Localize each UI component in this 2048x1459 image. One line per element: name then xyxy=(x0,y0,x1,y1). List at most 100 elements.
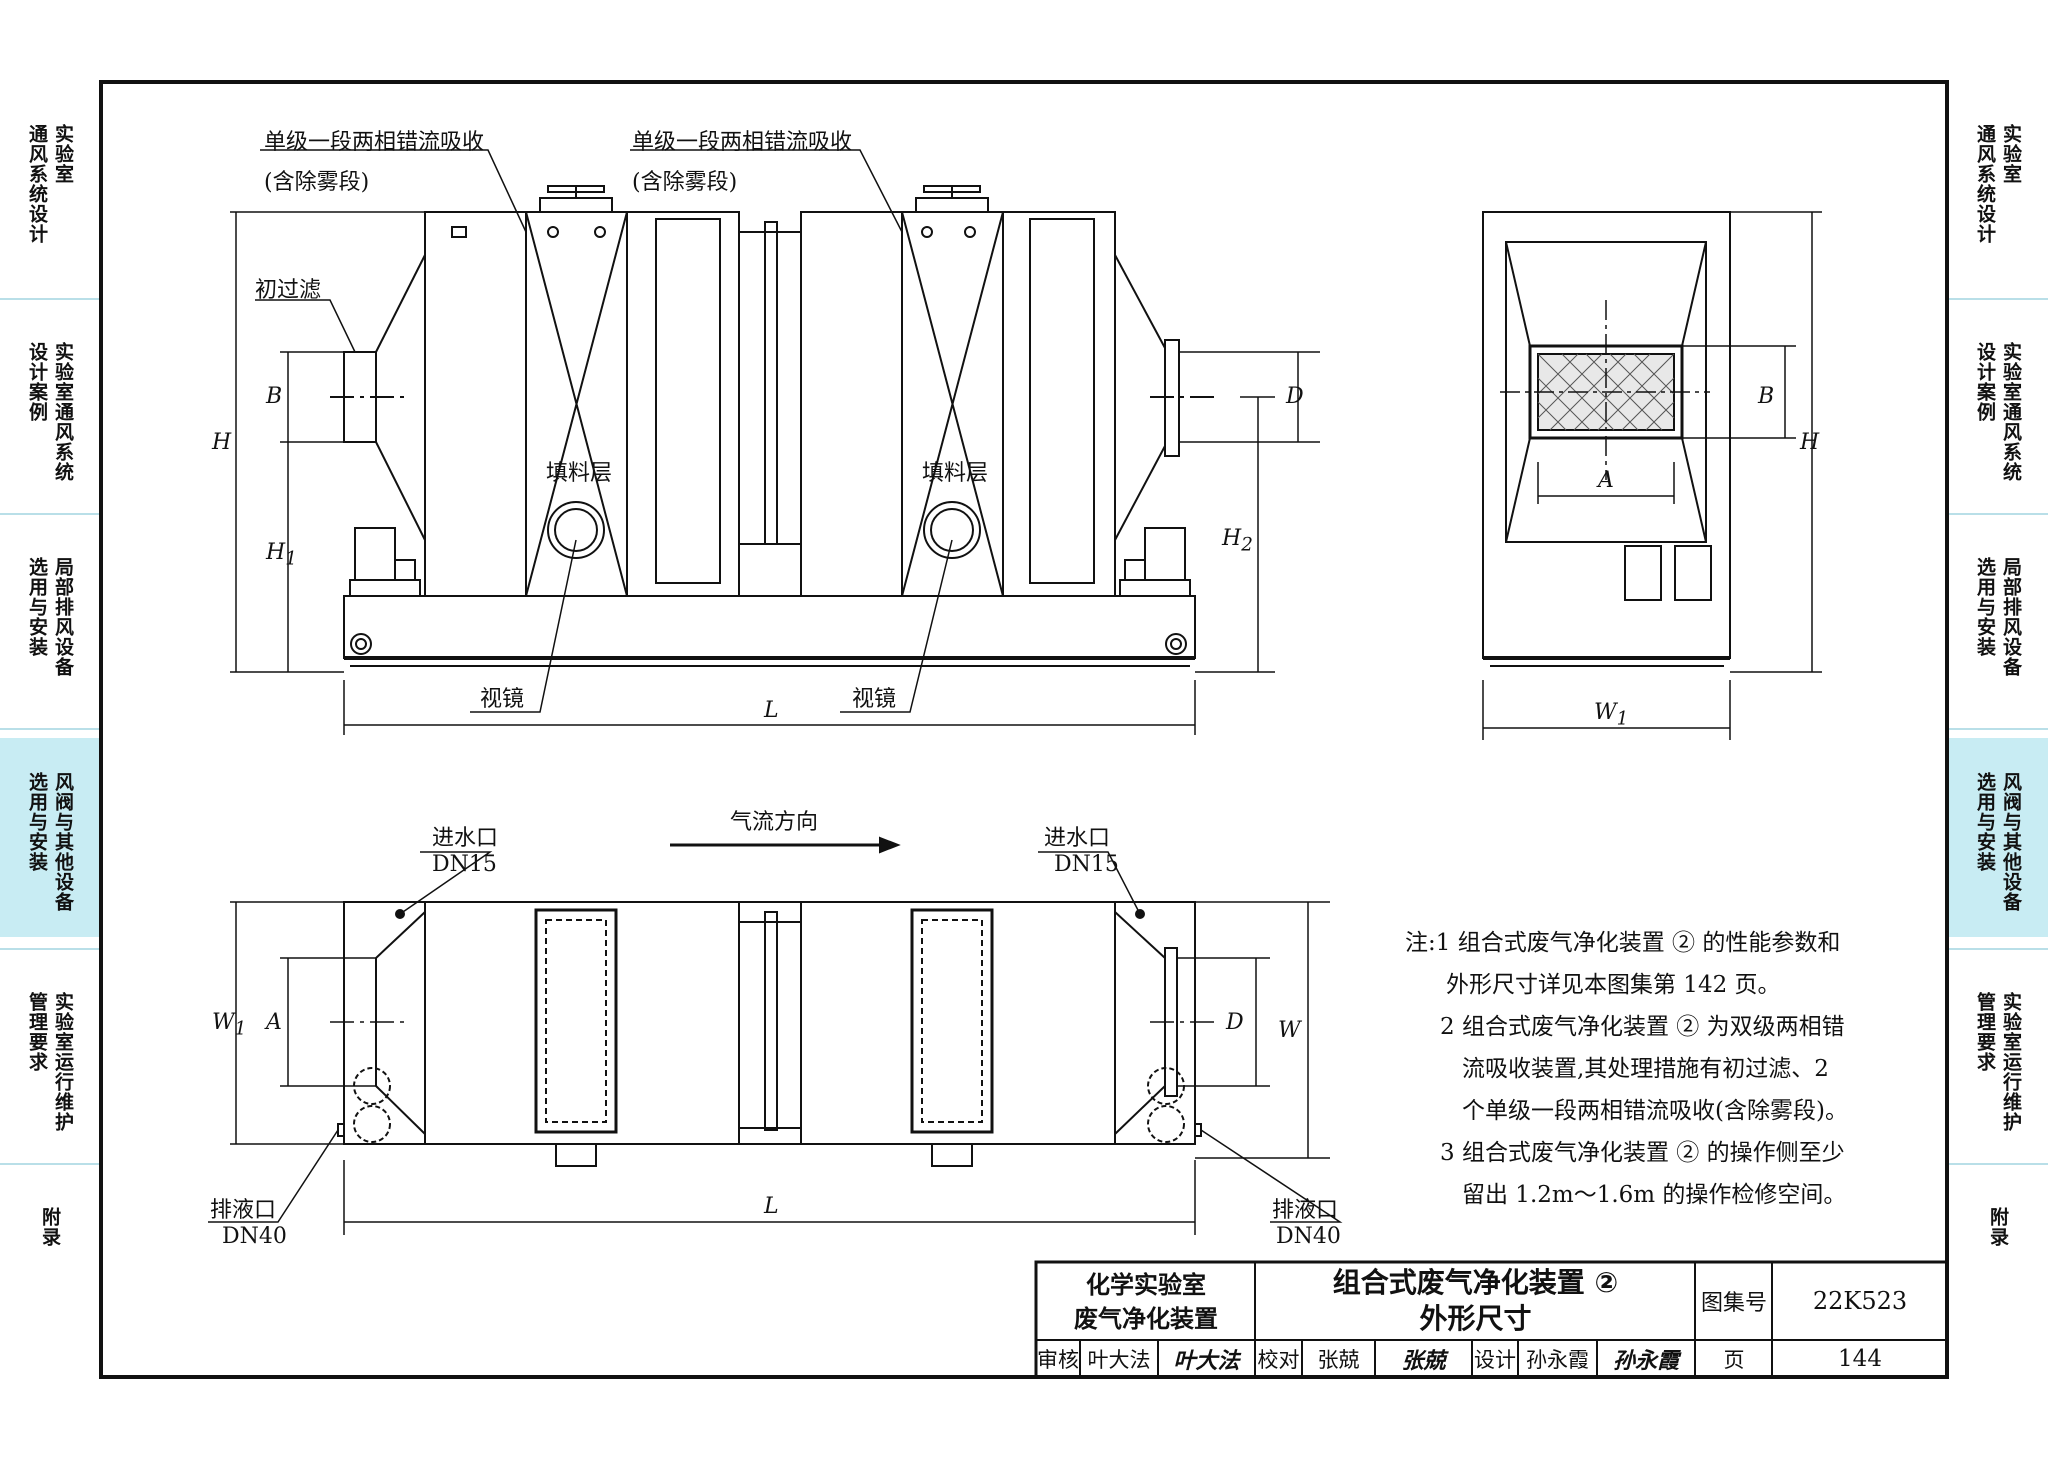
side-tab-text: 局部排风设备 xyxy=(52,557,74,677)
side-tab-text: 选用与安装 xyxy=(26,557,48,657)
dim-L-front: L xyxy=(764,698,779,723)
dim-H-front: H xyxy=(212,430,232,455)
dim-D-plan: D xyxy=(1226,1010,1244,1035)
side-tab-text: 风阀与其他设备 xyxy=(2000,772,2022,912)
base-wheel-right xyxy=(1165,633,1187,655)
tab-divider xyxy=(1948,728,2048,730)
title-block xyxy=(1034,1260,1949,1379)
side-tab-lab-ventilation-design[interactable]: 通风系统设计实验室 xyxy=(0,90,100,284)
title-line-2: 外形尺寸 xyxy=(1419,1302,1532,1335)
plan-mist-eliminator-right xyxy=(910,908,994,1134)
dim-W1-plan: W1 xyxy=(212,1010,247,1040)
side-tab-operation[interactable]: 管理要求实验室运行维护 xyxy=(0,958,100,1152)
side-tab-operation[interactable]: 管理要求实验室运行维护 xyxy=(1948,958,2048,1152)
drawing-title: 组合式废气净化装置 ② 外形尺寸 xyxy=(1257,1262,1694,1340)
plan-mist-eliminator-left xyxy=(534,908,618,1134)
label-water-inlet-left: 进水口 xyxy=(432,826,499,851)
tab-divider xyxy=(1948,1163,2048,1165)
atlas-number: 22K523 xyxy=(1812,1287,1908,1315)
label-water-inlet-left-size: DN15 xyxy=(432,852,497,877)
side-tab-appendix[interactable]: 附录 xyxy=(0,1173,100,1277)
dim-H2: H2 xyxy=(1222,526,1253,556)
side-tab-appendix[interactable]: 附录 xyxy=(1948,1173,2048,1277)
label-absorber-right: 单级一段两相错流吸收 xyxy=(632,130,853,155)
sight-glass-left xyxy=(547,501,605,559)
side-tab-text: 风阀与其他设备 xyxy=(52,772,74,912)
note-line-1: 注:1 组合式废气净化装置 ② 的性能参数和 xyxy=(1405,930,1841,956)
side-tab-local-exhaust[interactable]: 选用与安装局部排风设备 xyxy=(1948,523,2048,717)
dim-A-plan: A xyxy=(266,1010,282,1035)
pump-left xyxy=(354,527,396,581)
front-elevation xyxy=(330,185,1220,667)
tab-divider xyxy=(1948,513,2048,515)
tab-divider xyxy=(0,948,100,950)
side-dimensions xyxy=(1482,211,1822,740)
title-line-1: 组合式废气净化装置 ② xyxy=(1332,1266,1619,1299)
tab-divider xyxy=(1948,948,2048,950)
side-tab-design-cases[interactable]: 设计案例实验室通风系统 xyxy=(1948,308,2048,502)
side-tab-text: 设计案例 xyxy=(1974,342,1996,422)
side-tab-local-exhaust[interactable]: 选用与安装局部排风设备 xyxy=(0,523,100,717)
side-tab-text: 实验室通风系统 xyxy=(52,342,74,482)
check-label: 校对 xyxy=(1257,1348,1300,1372)
label-drain-right: 排液口 xyxy=(1272,1198,1339,1223)
side-tab-text: 实验室运行维护 xyxy=(2000,992,2022,1132)
reviewer-name: 叶大法 xyxy=(1087,1348,1151,1372)
side-tab-design-cases[interactable]: 设计案例实验室通风系统 xyxy=(0,308,100,502)
leader-lines xyxy=(208,149,1343,1223)
sight-glass-right xyxy=(923,501,981,559)
absorber-left xyxy=(424,211,740,597)
page-label: 页 xyxy=(1723,1348,1745,1372)
note-line-5: 个单级一段两相错流吸收(含除雾段)。 xyxy=(1462,1098,1848,1124)
plan-view xyxy=(330,901,1220,1167)
front-dimensions xyxy=(230,211,1320,735)
side-tab-text: 实验室通风系统 xyxy=(2000,342,2022,482)
checker-name: 张兢 xyxy=(1317,1348,1360,1372)
side-tab-text: 附录 xyxy=(1987,1207,2009,1247)
label-water-inlet-right: 进水口 xyxy=(1044,826,1111,851)
plan-dimensions xyxy=(230,901,1330,1235)
note-line-2: 外形尺寸详见本图集第 142 页。 xyxy=(1446,972,1781,998)
side-housing xyxy=(1482,211,1731,659)
tab-divider xyxy=(1948,298,2048,300)
note-line-3: 2 组合式废气净化装置 ② 为双级两相错 xyxy=(1440,1014,1845,1040)
mist-eliminator-left xyxy=(655,218,721,584)
pump-right xyxy=(1144,527,1186,581)
drawing-frame xyxy=(99,80,1949,1379)
label-packing-left: 填料层 xyxy=(546,461,613,486)
category-line-2: 废气净化装置 xyxy=(1074,1305,1218,1333)
tab-divider xyxy=(0,1163,100,1165)
side-tab-text: 实验室 xyxy=(52,124,74,184)
side-tab-text: 实验室 xyxy=(2000,124,2022,184)
dim-B-side: B xyxy=(1758,384,1775,409)
absorber-right xyxy=(800,211,1116,597)
side-tab-lab-ventilation-design[interactable]: 通风系统设计实验室 xyxy=(1948,90,2048,284)
side-tab-text: 通风系统设计 xyxy=(1974,124,1996,244)
side-tab-text: 选用与安装 xyxy=(26,772,48,872)
side-elevation xyxy=(1482,211,1731,667)
checker-signature: 张兢 xyxy=(1401,1349,1446,1374)
side-tab-dampers[interactable]: 选用与安装风阀与其他设备 xyxy=(1948,738,2048,937)
label-sight-glass-left: 视镜 xyxy=(480,687,525,712)
tab-divider xyxy=(0,728,100,730)
base-frame xyxy=(343,595,1196,659)
label-prefilter: 初过滤 xyxy=(255,278,322,303)
atlas-label: 图集号 xyxy=(1700,1291,1767,1316)
designer-name: 孙永霞 xyxy=(1526,1348,1589,1372)
dim-H1: H1 xyxy=(266,540,297,570)
label-absorber-left-sub: (含除雾段) xyxy=(264,170,370,195)
dim-H-side: H xyxy=(1800,430,1820,455)
designer-signature: 孙永霞 xyxy=(1612,1349,1679,1374)
tab-divider xyxy=(0,513,100,515)
side-tab-dampers[interactable]: 选用与安装风阀与其他设备 xyxy=(0,738,100,937)
tab-divider xyxy=(0,298,100,300)
dim-W1-side: W1 xyxy=(1594,700,1629,730)
base-wheel-left xyxy=(350,633,372,655)
side-tab-text: 选用与安装 xyxy=(1974,557,1996,657)
category-line-1: 化学实验室 xyxy=(1086,1271,1206,1299)
side-tab-text: 管理要求 xyxy=(26,992,48,1072)
title-category: 化学实验室 废气净化装置 xyxy=(1038,1266,1254,1338)
dim-B-front: B xyxy=(266,384,283,409)
side-tab-text: 选用与安装 xyxy=(1974,772,1996,872)
